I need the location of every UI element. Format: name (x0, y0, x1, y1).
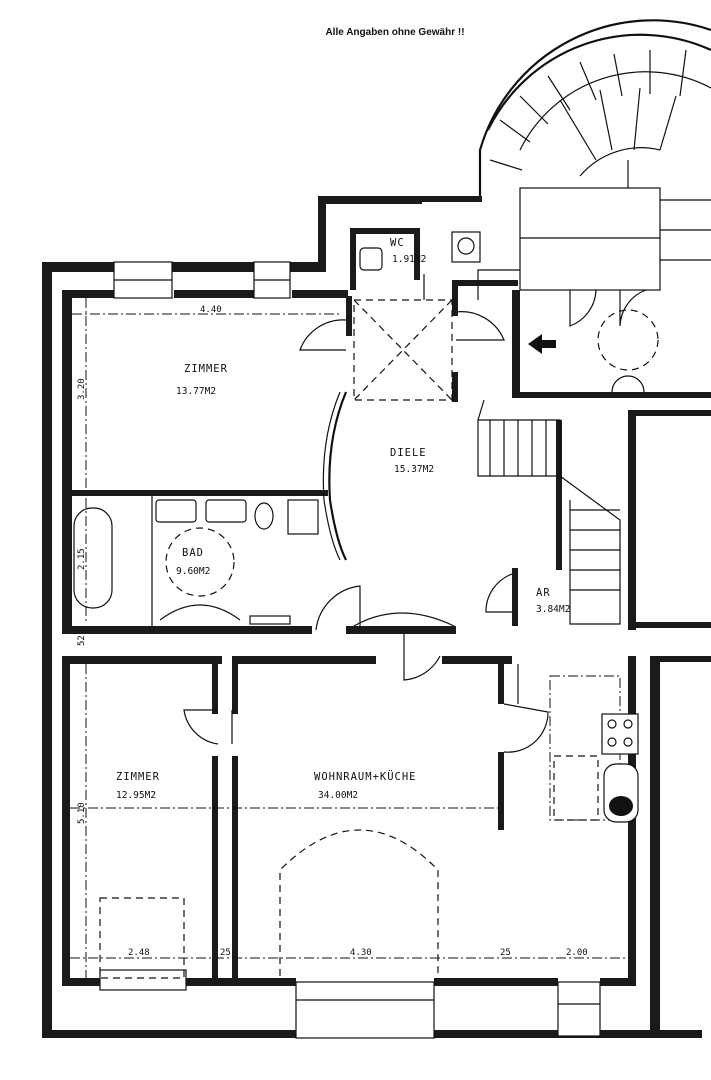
dim-label: 25 (220, 948, 231, 958)
dim-label: 2.15 (77, 548, 87, 570)
kitchen (517, 664, 639, 823)
room-name-zimmer-1: ZIMMER (184, 363, 228, 375)
inner-walls (62, 228, 562, 978)
room-name-wc: WC (390, 237, 405, 249)
wc-sink-icon (457, 237, 475, 255)
dim-label: 25 (500, 948, 511, 958)
sink-icon (155, 499, 197, 523)
room-area-diele: 15.37M2 (394, 464, 434, 475)
room-labels: ZIMMER 13.77M2 WC 1.91M2 DIELE 15.37M2 B… (116, 237, 570, 801)
room-name-diele: DIELE (390, 447, 427, 459)
dim-label: 52 (77, 635, 87, 646)
toilet-icon (287, 499, 319, 535)
dim-label: 5.10 (77, 802, 87, 824)
dim-label: 2.00 (566, 948, 588, 958)
room-area-zimmer-1: 13.77M2 (176, 386, 216, 397)
spiral-staircase (478, 19, 711, 291)
dim-label: 3.20 (77, 378, 87, 400)
room-name-bad: BAD (182, 547, 204, 559)
room-area-zimmer-2: 12.95M2 (116, 790, 156, 801)
doors (183, 274, 549, 753)
room-area-bad: 9.60M2 (176, 566, 210, 577)
room-name-zimmer-2: ZIMMER (116, 771, 160, 783)
room-area-wohnraum: 34.00M2 (318, 790, 358, 801)
dim-label: 4.40 (200, 305, 222, 315)
diele-curved-wall (328, 391, 348, 561)
toilet-icon (359, 247, 383, 271)
room-name-ar: AR (536, 587, 551, 599)
bidet-icon (254, 502, 274, 530)
dimension-labels: 4.40 3.20 2.15 52 5.10 2.48 25 4.30 25 2… (77, 305, 588, 958)
room-name-wohnraum: WOHNRAUM+KÜCHE (314, 770, 417, 783)
dim-label: 2.48 (128, 948, 150, 958)
dim-label: 4.30 (350, 948, 372, 958)
dimension-lines (70, 298, 628, 978)
stove-icon (601, 713, 639, 755)
arrow-left-icon (528, 334, 556, 354)
dashed-arch (279, 829, 439, 976)
sink-icon (205, 499, 247, 523)
bathtub-icon (73, 507, 113, 609)
windows (99, 261, 601, 1039)
bathroom-fixtures (73, 496, 319, 626)
disclaimer: Alle Angaben ohne Gewähr !! (325, 27, 465, 38)
straight-staircase (477, 399, 621, 625)
room-area-wc: 1.91M2 (392, 254, 426, 265)
diele-skylight (353, 299, 453, 401)
room-area-ar: 3.84M2 (536, 604, 570, 615)
